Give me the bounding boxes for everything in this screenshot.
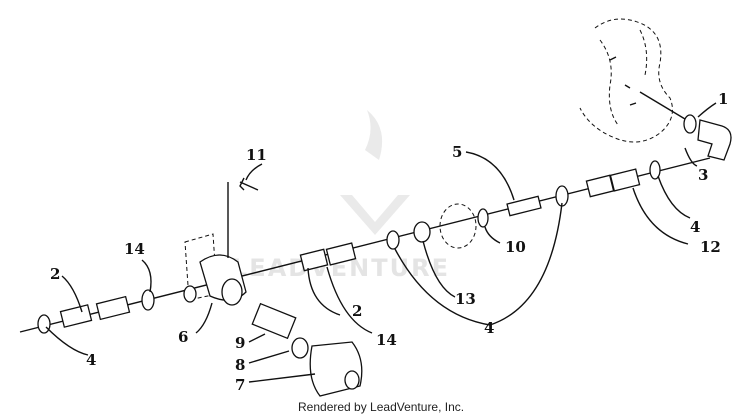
callout-6: 6 <box>178 328 188 346</box>
callout-4-left: 4 <box>86 351 96 369</box>
panel-part <box>439 203 477 249</box>
callout-13: 13 <box>455 290 476 308</box>
engine-outline <box>579 18 673 143</box>
callout-14-middle: 14 <box>376 331 397 349</box>
washer-part <box>477 208 489 228</box>
gasket-part <box>683 114 697 134</box>
hose-part-3 <box>325 242 357 266</box>
callout-4-middle: 4 <box>484 319 494 337</box>
connector-part <box>506 195 542 217</box>
hose-part-5 <box>95 295 131 321</box>
v-logo-icon <box>340 195 410 235</box>
hose-part-6 <box>59 304 93 328</box>
callout-2-middle: 2 <box>352 302 362 320</box>
hose-part <box>609 168 641 192</box>
callout-8: 8 <box>235 356 245 374</box>
screw-part <box>239 177 259 191</box>
watermark: LEADVENTURE <box>232 110 448 282</box>
clamp-part-5 <box>37 314 51 334</box>
clamp-part <box>649 160 661 180</box>
callout-5: 5 <box>452 143 462 161</box>
callout-3: 3 <box>698 166 708 184</box>
callout-14-left: 14 <box>124 240 145 258</box>
callout-1: 1 <box>718 90 728 108</box>
hose-part-4 <box>299 248 329 272</box>
fuel-valve-part <box>183 182 247 306</box>
callout-12: 12 <box>700 238 721 256</box>
callout-7: 7 <box>235 376 245 394</box>
filter-assembly <box>251 302 363 397</box>
clamp-part-3 <box>386 230 400 250</box>
callout-10: 10 <box>505 238 526 256</box>
callout-9: 9 <box>235 334 245 352</box>
fuel-line-upper <box>639 91 691 123</box>
callout-2-left: 2 <box>50 265 60 283</box>
footer-credit: Rendered by LeadVenture, Inc. <box>298 400 464 414</box>
callout-4-right: 4 <box>690 218 700 236</box>
nut-part <box>413 221 431 243</box>
leader-lines <box>45 102 717 383</box>
clamp-part-4 <box>141 289 155 311</box>
elbow-fitting-part <box>697 119 732 161</box>
callout-11: 11 <box>246 146 267 164</box>
hose-part-2 <box>585 174 615 198</box>
flame-logo-icon <box>365 110 383 160</box>
